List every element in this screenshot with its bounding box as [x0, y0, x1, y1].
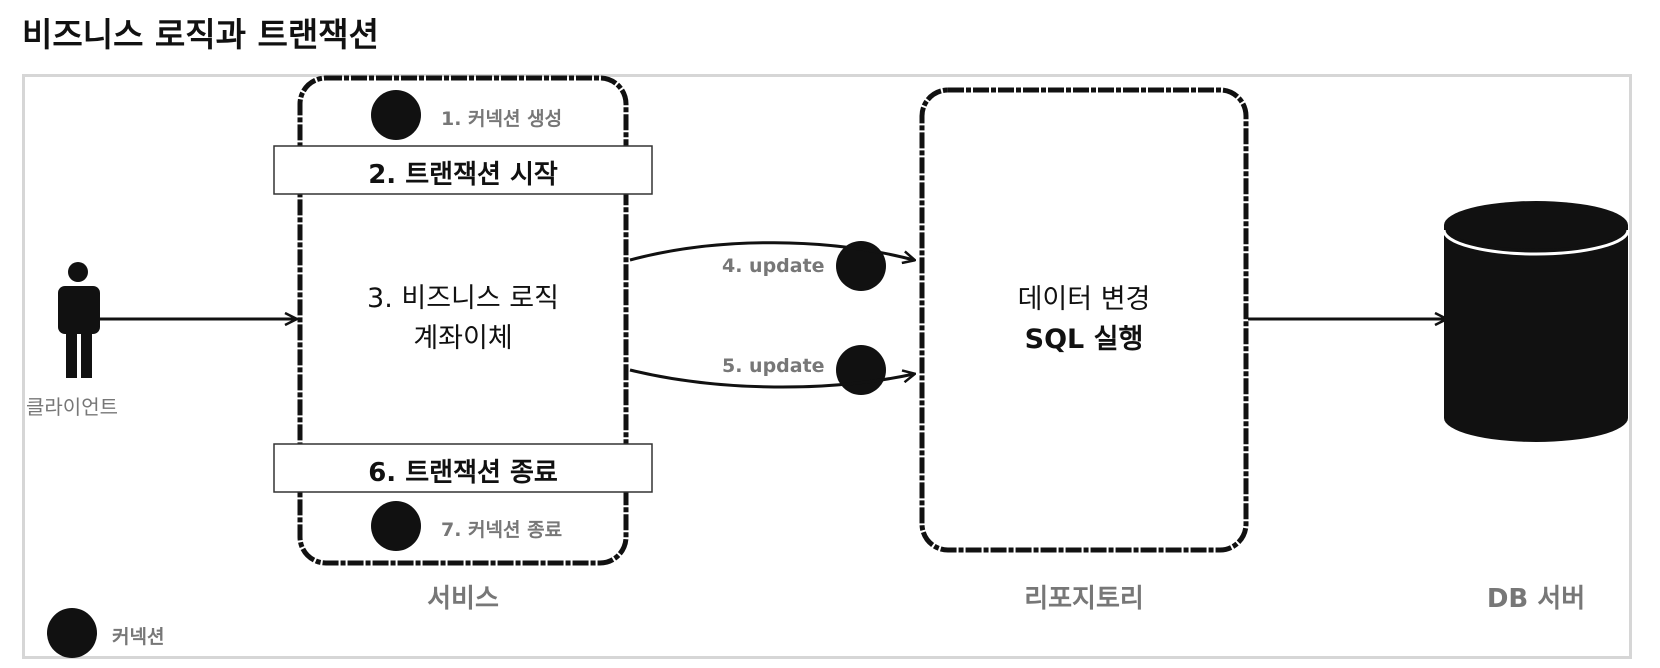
update4-arrow [629, 241, 914, 260]
step7-label: 7. 커넥션 종료 [441, 519, 563, 541]
repository-line1: 데이터 변경 [1017, 284, 1151, 315]
connection-create-circle [371, 90, 421, 140]
update5-arrow [629, 368, 914, 389]
service-box [297, 75, 629, 566]
client-person-icon [58, 262, 100, 378]
update5-label: 5. update [722, 355, 825, 377]
transaction-end-bar [273, 443, 653, 493]
step6-label: 6. 트랜잭션 종료 [368, 458, 558, 488]
update5-connection-circle [836, 345, 886, 395]
client-label: 클라이언트 [26, 395, 118, 419]
database-icon [1442, 201, 1630, 442]
connection-close-circle [371, 501, 421, 551]
repository-label: 리포지토리 [1024, 584, 1144, 614]
update4-connection-circle [836, 241, 886, 291]
step2-label: 2. 트랜잭션 시작 [368, 160, 558, 190]
transaction-start-bar [273, 145, 653, 195]
legend-connection-circle [47, 608, 97, 658]
repository-line2: SQL 실행 [1024, 324, 1144, 355]
step3-line1: 3. 비즈니스 로직 [367, 283, 559, 314]
step1-label: 1. 커넥션 생성 [441, 108, 563, 130]
update4-label: 4. update [722, 255, 825, 277]
legend-connection-label: 커넥션 [112, 626, 165, 648]
db-server-label: DB 서버 [1486, 584, 1586, 614]
service-label: 서비스 [427, 584, 499, 614]
page-title: 비즈니스 로직과 트랜잭션 [22, 15, 379, 54]
repository-box [919, 87, 1249, 553]
step3-line2: 계좌이체 [413, 323, 513, 354]
